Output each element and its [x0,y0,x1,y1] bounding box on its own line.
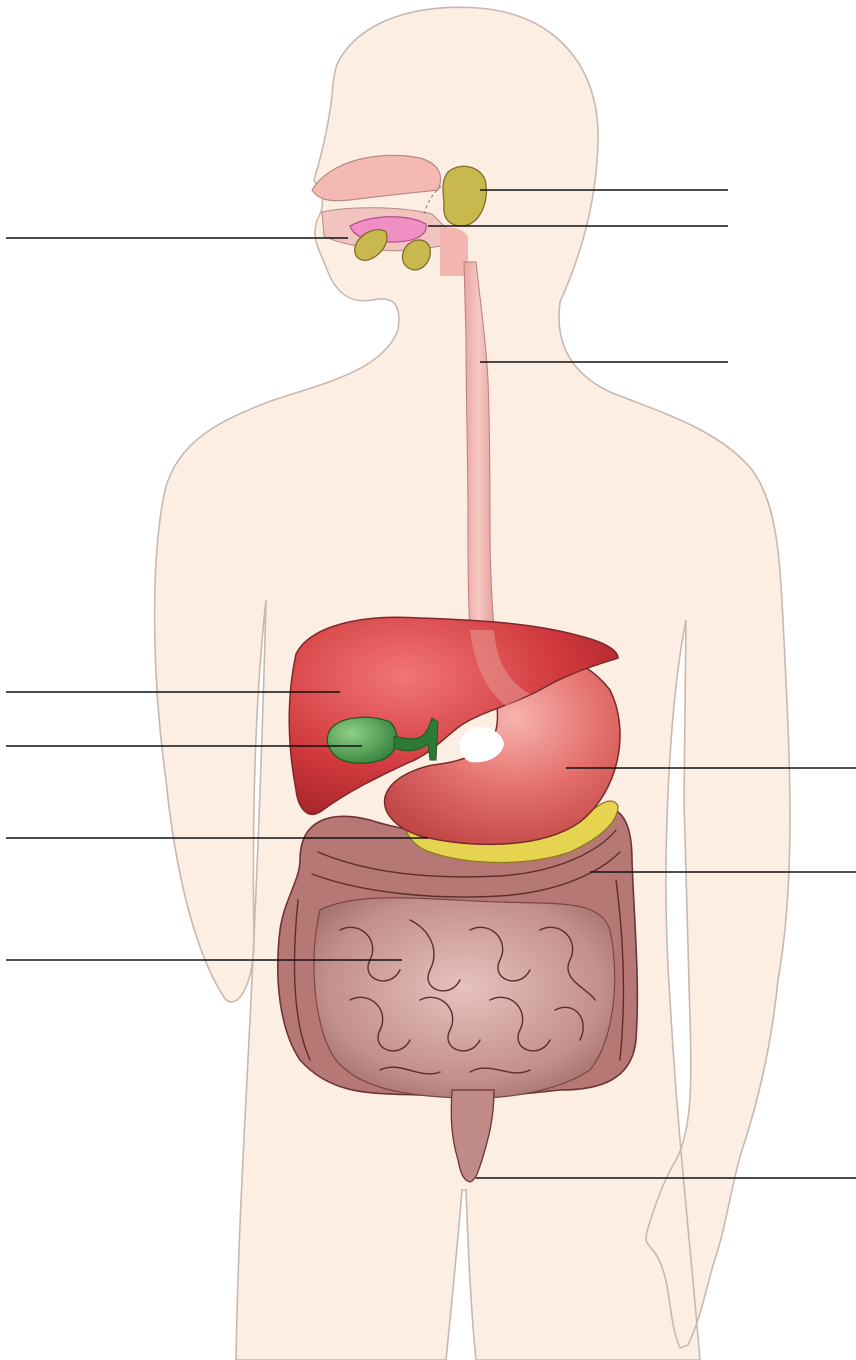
small-intestine [314,898,615,1099]
